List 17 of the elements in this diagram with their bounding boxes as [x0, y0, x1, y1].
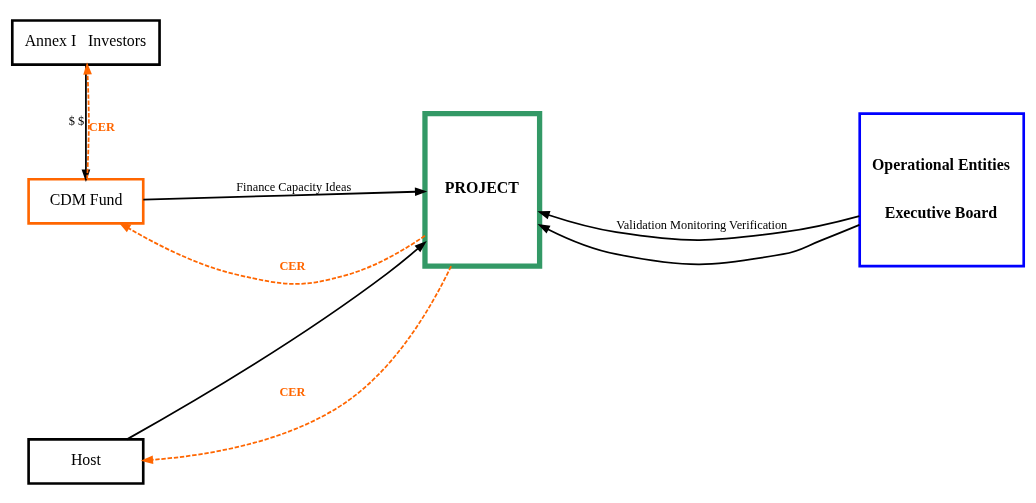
edge-label: $ $	[68, 113, 85, 128]
arrow	[118, 221, 426, 285]
edge-label: Finance Capacity Ideas	[236, 179, 352, 194]
edge-label: CER	[279, 384, 306, 399]
node-box: Host	[27, 437, 145, 485]
arrow	[537, 223, 861, 265]
arrow	[126, 240, 427, 440]
edge-label: Validation Monitoring Verification	[616, 217, 788, 232]
node-box: PROJECT	[422, 110, 543, 269]
node-box: Annex I Investors	[10, 18, 161, 66]
edge-label: CER	[88, 119, 115, 134]
arrow	[537, 210, 861, 241]
arrow	[140, 264, 452, 464]
node-box: CDM Fund	[27, 177, 145, 225]
node-box: Operational Entities Executive Board	[858, 111, 1026, 267]
arrow	[142, 186, 428, 201]
edge-label: CER	[279, 258, 306, 273]
